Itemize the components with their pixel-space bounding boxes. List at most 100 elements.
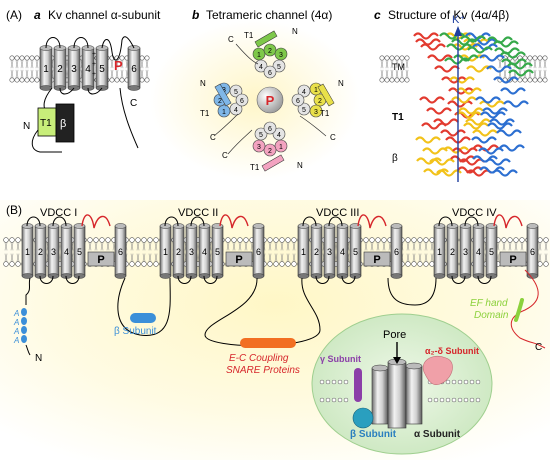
inset-lipid bbox=[469, 397, 475, 403]
lipid-head bbox=[3, 237, 9, 243]
lipid-tail bbox=[412, 242, 416, 251]
inset-lipid bbox=[319, 397, 325, 403]
vdcc-p-box bbox=[225, 251, 253, 267]
panel-c-title: Structure of Kv (4α/4β) bbox=[388, 8, 509, 22]
vdcc-2-seg-5-label: 5 bbox=[215, 247, 220, 257]
helix-ribbon bbox=[440, 129, 466, 137]
lipid-tail bbox=[502, 242, 506, 251]
vdcc-red-loop bbox=[493, 214, 523, 229]
vdcc-bottom-loop bbox=[341, 275, 356, 284]
lipid-tail bbox=[130, 253, 134, 262]
a2d-subunit-shape bbox=[423, 355, 453, 385]
lipid-tail bbox=[292, 242, 296, 251]
alpha-cyl-3 bbox=[405, 365, 423, 425]
helix-ribbon bbox=[503, 100, 529, 108]
tetra-helix bbox=[291, 93, 305, 107]
helix-ribbon bbox=[451, 38, 477, 46]
inset-lipid bbox=[439, 397, 445, 403]
lipid-head bbox=[532, 55, 538, 61]
helix-ribbon bbox=[423, 168, 449, 176]
lipid-head bbox=[537, 55, 543, 61]
plus-sign: + bbox=[92, 61, 96, 68]
vdcc-3-seg-1-bottom bbox=[297, 273, 310, 279]
panel-a-c-tail bbox=[119, 87, 139, 149]
helix-ribbon bbox=[496, 129, 522, 137]
tetra-helix-label: 6 bbox=[240, 98, 244, 105]
n-label: N bbox=[297, 161, 303, 170]
lipid-tail bbox=[370, 242, 374, 251]
lipid-head bbox=[141, 237, 147, 243]
ec-coupling-label: E-C Coupling bbox=[229, 353, 289, 364]
domain-label-1: VDCC I bbox=[40, 207, 77, 219]
lipid-tail bbox=[30, 69, 34, 78]
lipid-tail bbox=[508, 242, 512, 251]
a-mark-dot bbox=[21, 335, 27, 343]
kv-seg-1-label: 1 bbox=[43, 64, 49, 75]
vdcc-top-loop bbox=[302, 216, 317, 227]
lipid-tail bbox=[538, 242, 542, 251]
c-tail bbox=[510, 269, 546, 349]
lipid-head bbox=[9, 237, 15, 243]
lipid-head bbox=[114, 77, 120, 83]
lipid-tail bbox=[10, 253, 14, 262]
ion-label: K⁺ bbox=[452, 14, 465, 26]
kv-seg-2-label: 2 bbox=[57, 64, 63, 75]
a-mark-dot bbox=[21, 317, 27, 325]
lipid-tail bbox=[390, 60, 394, 69]
lipid-tail bbox=[145, 60, 149, 69]
lipid-tail bbox=[544, 242, 548, 251]
helix-ribbon bbox=[434, 65, 460, 73]
plus-sign: + bbox=[92, 71, 96, 78]
lipid-tail bbox=[498, 60, 502, 69]
lipid-head bbox=[119, 55, 125, 61]
lipid-head bbox=[507, 237, 513, 243]
lipid-tail bbox=[380, 60, 384, 69]
helix-ribbon bbox=[441, 76, 467, 84]
lipid-head bbox=[141, 261, 147, 267]
tetra-helix-label: 3 bbox=[257, 144, 261, 151]
lipid-tail bbox=[154, 242, 158, 251]
lipid-tail bbox=[405, 60, 409, 69]
inset-lipid bbox=[337, 397, 343, 403]
helix-ribbon bbox=[452, 147, 478, 155]
tetra-helix bbox=[272, 59, 286, 73]
tetra-helix-label: 5 bbox=[259, 132, 263, 139]
domain-label-4: VDCC IV bbox=[452, 207, 497, 219]
inset-lipid bbox=[475, 397, 481, 403]
t1-bar bbox=[254, 30, 278, 48]
helix-ribbon bbox=[499, 144, 525, 152]
lipid-head bbox=[24, 77, 30, 83]
n-label: N bbox=[338, 79, 344, 88]
c-line bbox=[235, 43, 259, 65]
vdcc-1-seg-6-label: 6 bbox=[118, 247, 123, 257]
lipid-head bbox=[381, 237, 387, 243]
lipid-head bbox=[411, 237, 417, 243]
tetra-helix-label: 3 bbox=[279, 52, 283, 59]
lipid-tail bbox=[430, 253, 434, 262]
lipid-tail bbox=[226, 242, 230, 251]
lipid-tail bbox=[382, 242, 386, 251]
lipid-tail bbox=[238, 242, 242, 251]
helix-ribbon bbox=[463, 122, 489, 130]
lipid-head bbox=[144, 55, 150, 61]
tetra-pore bbox=[256, 86, 284, 114]
inset-lipid bbox=[463, 397, 469, 403]
lipid-tail bbox=[30, 60, 34, 69]
vdcc-red-loop bbox=[81, 214, 111, 229]
lipid-tail bbox=[538, 60, 542, 69]
lipid-head bbox=[532, 77, 538, 83]
beta-subunit-label: β Subunit bbox=[114, 326, 157, 337]
inset: Pore γ Subunit α₂-δ Subunit β Subunit α … bbox=[311, 313, 493, 455]
lipid-head bbox=[291, 261, 297, 267]
helix-ribbon bbox=[458, 107, 484, 115]
lipid-head bbox=[109, 77, 115, 83]
tetra-helix-label: 4 bbox=[277, 132, 281, 139]
lipid-head bbox=[114, 55, 120, 61]
vdcc-2-seg-3-label: 3 bbox=[189, 247, 194, 257]
tetramer: 123456123456123456123456PT1NCT1NCT1NCT1N… bbox=[200, 27, 344, 172]
helix-ribbon bbox=[482, 107, 508, 115]
panel-c-letter: c bbox=[374, 8, 381, 22]
lipid-tail bbox=[424, 253, 428, 262]
n-label: N bbox=[292, 27, 298, 36]
